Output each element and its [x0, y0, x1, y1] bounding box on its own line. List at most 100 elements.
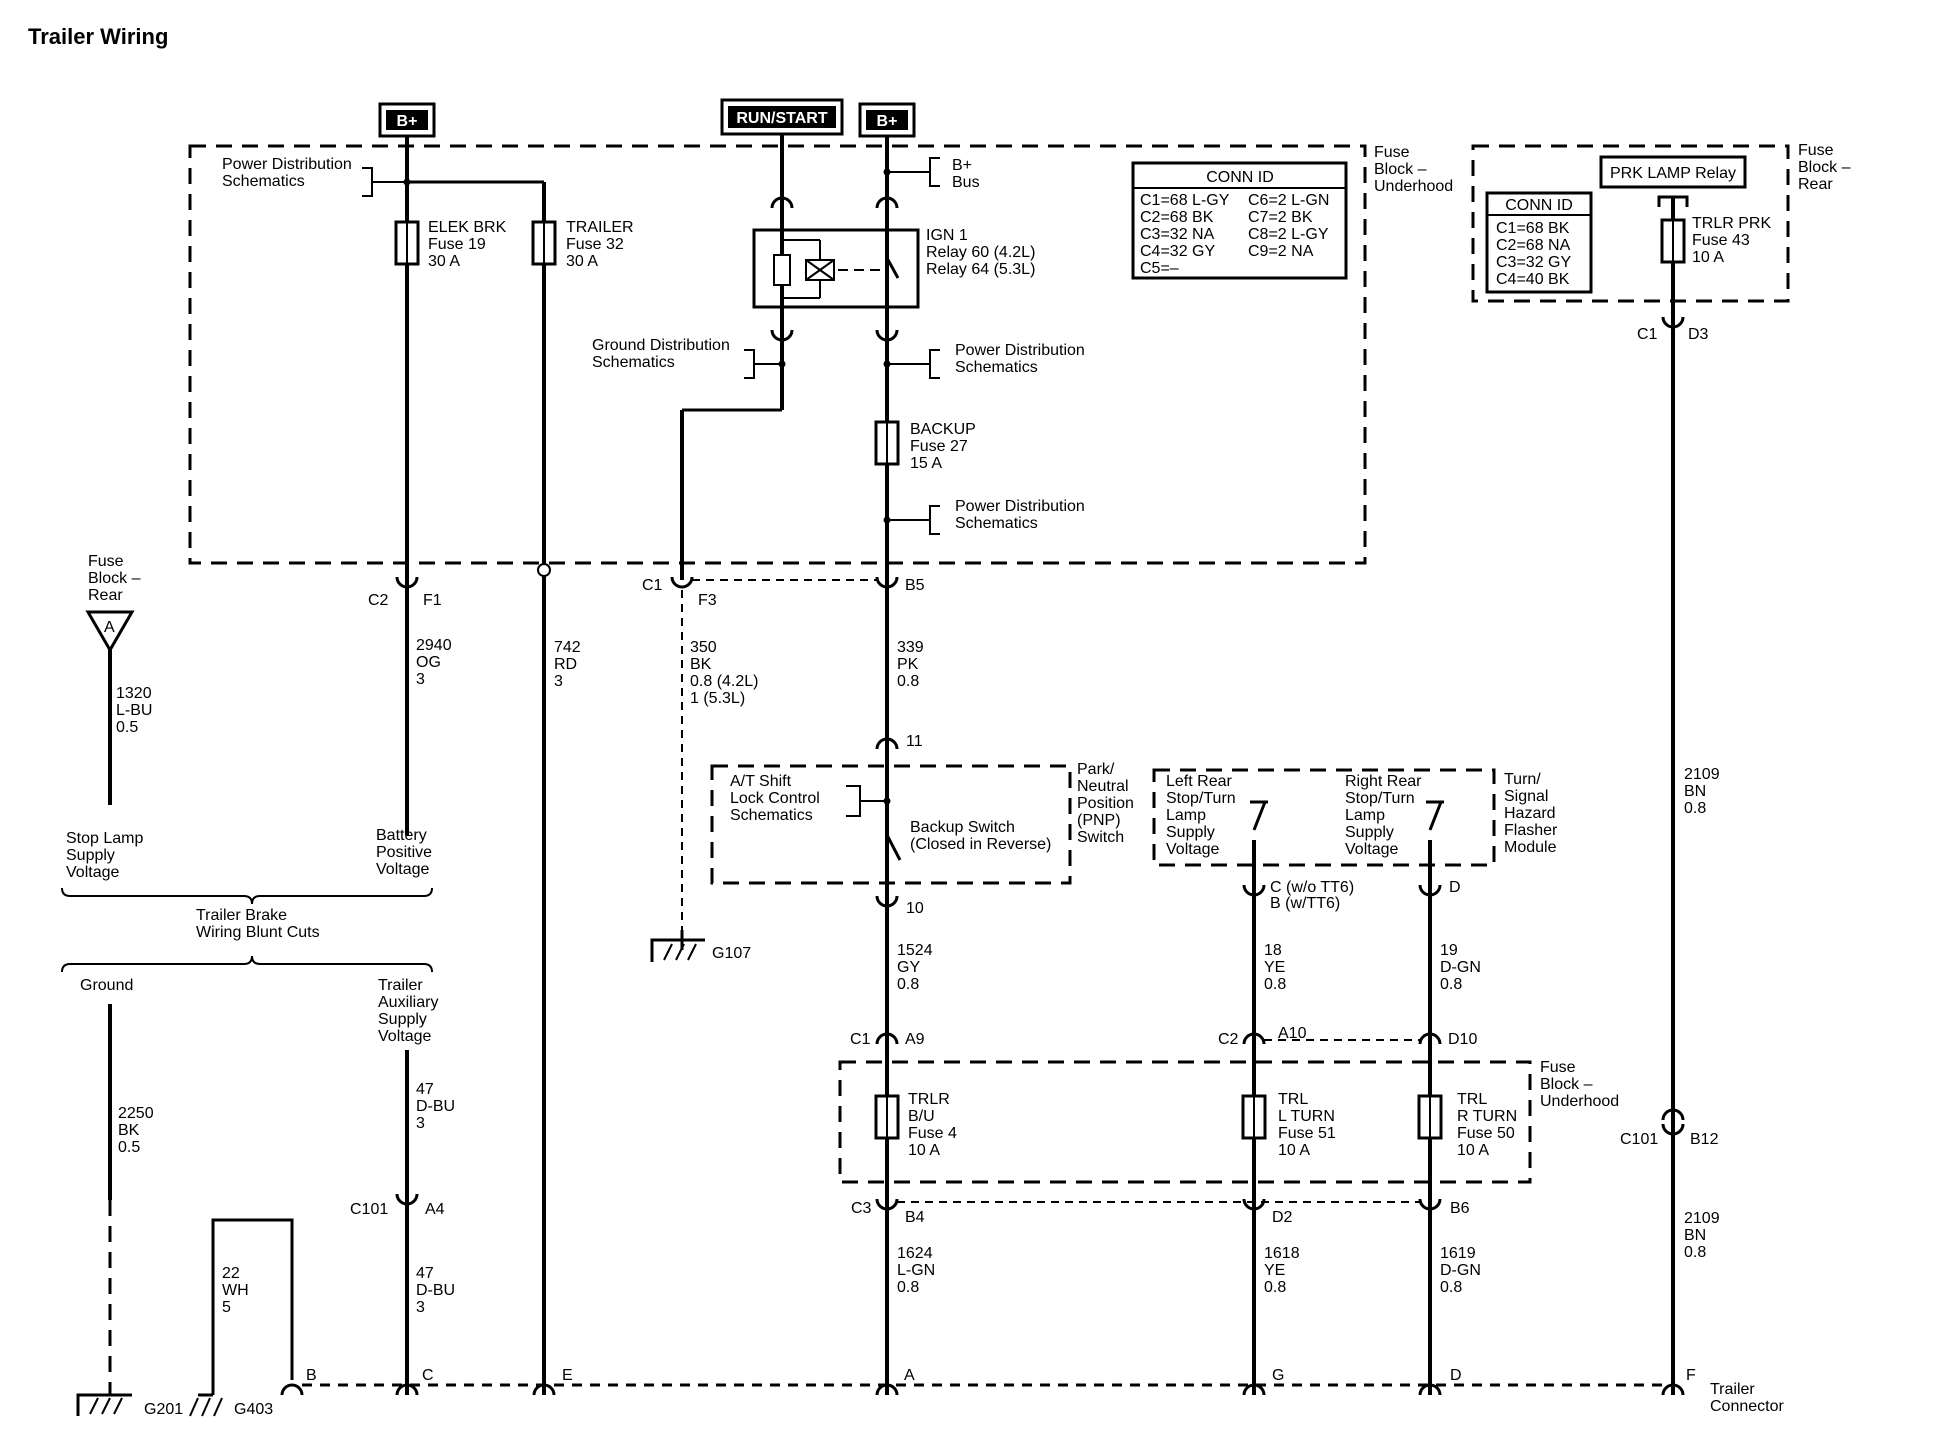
- svg-text:D-GN: D-GN: [1440, 959, 1481, 976]
- svg-text:L TURN: L TURN: [1278, 1108, 1335, 1125]
- wire-1524: 1524 GY 0.8: [897, 942, 933, 993]
- svg-text:Fuse 43: Fuse 43: [1692, 232, 1750, 249]
- svg-text:A9: A9: [905, 1031, 925, 1048]
- svg-text:G403: G403: [234, 1401, 273, 1418]
- svg-text:2940: 2940: [416, 637, 452, 654]
- svg-text:IGN 1: IGN 1: [926, 227, 968, 244]
- svg-text:TRL: TRL: [1457, 1091, 1487, 1108]
- svg-text:Fuse 4: Fuse 4: [908, 1125, 957, 1142]
- svg-text:C: C: [422, 1367, 434, 1384]
- flasher-module-outline: [1152, 768, 1496, 867]
- svg-text:PK: PK: [897, 656, 919, 673]
- backup-switch: Backup Switch (Closed in Reverse): [885, 801, 1051, 861]
- svg-text:2250: 2250: [118, 1105, 154, 1122]
- svg-text:Wiring Blunt Cuts: Wiring Blunt Cuts: [196, 924, 320, 941]
- wire-47-lower: 47 D-BU 3: [416, 1265, 455, 1316]
- svg-text:B+: B+: [397, 113, 418, 130]
- svg-text:Fuse: Fuse: [88, 553, 124, 570]
- svg-text:30 A: 30 A: [428, 253, 460, 270]
- svg-text:Fuse 27: Fuse 27: [910, 438, 968, 455]
- svg-text:BN: BN: [1684, 783, 1706, 800]
- bplus-source-left: B+: [378, 102, 436, 138]
- svg-text:PRK LAMP Relay: PRK LAMP Relay: [1610, 165, 1736, 182]
- svg-text:B (w/TT6): B (w/TT6): [1270, 895, 1340, 912]
- svg-text:B4: B4: [905, 1209, 925, 1226]
- svg-text:TRLR: TRLR: [908, 1091, 950, 1108]
- svg-text:Schematics: Schematics: [222, 173, 305, 190]
- ground-label: Ground: [80, 977, 133, 994]
- svg-text:C101: C101: [350, 1201, 388, 1218]
- fuse-trlr-bu: TRLR B/U Fuse 4 10 A: [874, 1091, 957, 1159]
- fuse-trlr-prk: TRLR PRK Fuse 43 10 A: [1660, 215, 1771, 266]
- run-start-source: RUN/START: [720, 98, 844, 136]
- svg-text:Turn/: Turn/: [1504, 771, 1541, 788]
- svg-text:Position: Position: [1077, 795, 1134, 812]
- svg-text:C1: C1: [1637, 326, 1658, 343]
- svg-text:(PNP): (PNP): [1077, 812, 1121, 829]
- svg-text:A: A: [104, 619, 115, 636]
- svg-text:C2: C2: [1218, 1031, 1239, 1048]
- svg-text:0.8: 0.8: [1440, 1279, 1462, 1296]
- svg-text:Voltage: Voltage: [66, 864, 119, 881]
- svg-text:Left Rear: Left Rear: [1166, 773, 1232, 790]
- fuse-block-underhood-lower-outline: [838, 1060, 1532, 1184]
- svg-text:RD: RD: [554, 656, 577, 673]
- svg-text:Trailer Brake: Trailer Brake: [196, 907, 287, 924]
- svg-text:OG: OG: [416, 654, 441, 671]
- svg-text:22: 22: [222, 1265, 240, 1282]
- svg-text:Relay 64 (5.3L): Relay 64 (5.3L): [926, 261, 1035, 278]
- svg-text:Supply: Supply: [1345, 824, 1394, 841]
- ground-g201: G201: [76, 1385, 183, 1418]
- svg-text:E: E: [562, 1367, 573, 1384]
- svg-text:Block –: Block –: [1798, 159, 1851, 176]
- svg-text:B+: B+: [877, 113, 898, 130]
- svg-text:Supply: Supply: [378, 1011, 427, 1028]
- svg-text:D3: D3: [1688, 326, 1709, 343]
- svg-text:B/U: B/U: [908, 1108, 935, 1125]
- power-distribution-ref-left: Power Distribution Schematics: [222, 156, 407, 197]
- wire-742: 742 RD 3: [554, 639, 581, 690]
- svg-text:19: 19: [1440, 942, 1458, 959]
- svg-text:47: 47: [416, 1081, 434, 1098]
- svg-text:BK: BK: [690, 656, 712, 673]
- svg-text:C1: C1: [642, 577, 663, 594]
- svg-text:D: D: [1450, 1367, 1462, 1384]
- svg-text:Auxiliary: Auxiliary: [378, 994, 438, 1011]
- svg-text:742: 742: [554, 639, 581, 656]
- svg-text:YE: YE: [1264, 1262, 1285, 1279]
- svg-text:Lamp: Lamp: [1345, 807, 1385, 824]
- wire-2250: 2250 BK 0.5: [118, 1105, 154, 1156]
- wire-47-upper: 47 D-BU 3: [416, 1081, 455, 1132]
- svg-text:ELEK BRK: ELEK BRK: [428, 219, 507, 236]
- svg-text:CONN ID: CONN ID: [1505, 197, 1573, 214]
- svg-text:L-BU: L-BU: [116, 702, 152, 719]
- svg-text:C2=68 BK: C2=68 BK: [1140, 209, 1214, 226]
- svg-text:1618: 1618: [1264, 1245, 1300, 1262]
- wire-18: 18 YE 0.8: [1264, 942, 1286, 993]
- svg-text:0.8: 0.8: [897, 673, 919, 690]
- svg-text:B6: B6: [1450, 1200, 1470, 1217]
- svg-text:C3: C3: [851, 1200, 872, 1217]
- left-rear-supply-label: Left Rear Stop/Turn Lamp Supply Voltage: [1166, 773, 1236, 858]
- svg-text:A10: A10: [1278, 1025, 1307, 1042]
- svg-text:Voltage: Voltage: [1345, 841, 1398, 858]
- svg-text:30 A: 30 A: [566, 253, 598, 270]
- svg-text:18: 18: [1264, 942, 1282, 959]
- svg-text:Right Rear: Right Rear: [1345, 773, 1422, 790]
- svg-text:Park/: Park/: [1077, 761, 1115, 778]
- svg-text:D-GN: D-GN: [1440, 1262, 1481, 1279]
- fuse-block-underhood-lower-label: Fuse Block – Underhood: [1540, 1059, 1619, 1110]
- svg-text:G: G: [1272, 1367, 1284, 1384]
- svg-text:Fuse 50: Fuse 50: [1457, 1125, 1515, 1142]
- svg-text:G201: G201: [144, 1401, 183, 1418]
- svg-text:Ground Distribution: Ground Distribution: [592, 337, 730, 354]
- svg-text:Bus: Bus: [952, 174, 980, 191]
- right-rear-supply-label: Right Rear Stop/Turn Lamp Supply Voltage: [1345, 773, 1422, 858]
- fuse-trl-r-turn: TRL R TURN Fuse 50 10 A: [1417, 1091, 1517, 1159]
- at-shift-lock-ref: A/T Shift Lock Control Schematics: [730, 773, 891, 824]
- svg-text:Lamp: Lamp: [1166, 807, 1206, 824]
- svg-text:Lock Control: Lock Control: [730, 790, 820, 807]
- svg-text:Stop/Turn: Stop/Turn: [1345, 790, 1415, 807]
- svg-text:Stop Lamp: Stop Lamp: [66, 830, 143, 847]
- svg-text:B+: B+: [952, 157, 972, 174]
